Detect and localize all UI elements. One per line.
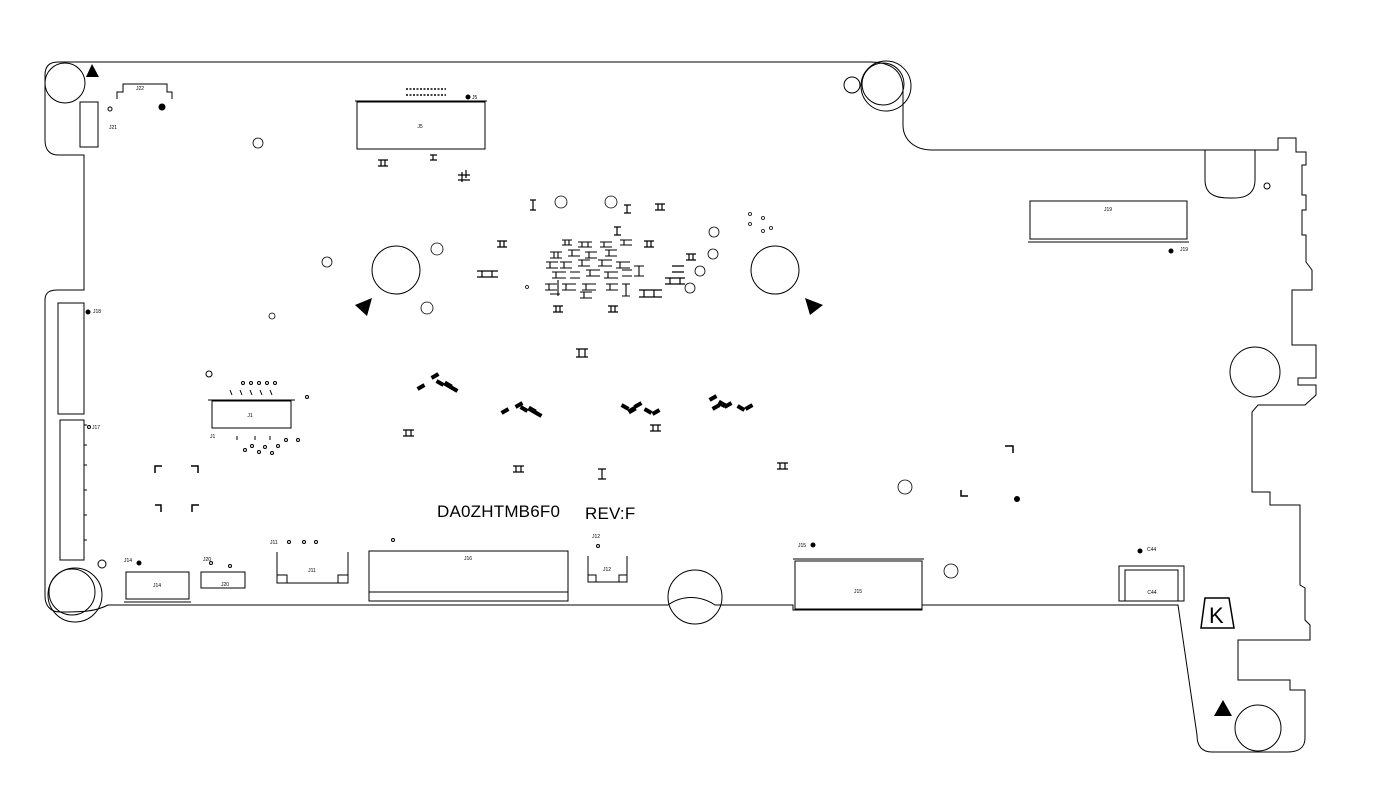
fiducial-small	[97, 559, 107, 569]
filled-pads	[416, 372, 754, 418]
label-j14: J14	[153, 583, 161, 589]
board-outline	[44, 61, 1317, 753]
connector-c44: C44 C44	[1118, 547, 1185, 602]
label-j12-pin: J12	[592, 534, 600, 540]
label-j12: J12	[603, 567, 611, 573]
board-revision: REV:F	[585, 504, 635, 523]
label-j14-pin: J14	[124, 558, 132, 564]
alignment-corner-marks	[154, 445, 1014, 512]
connector-j20: J20 J20	[200, 557, 246, 589]
connector-j14: J14 J14	[124, 558, 191, 603]
connector-j21: J21	[79, 101, 117, 148]
label-j20: J20	[221, 582, 229, 588]
fiducial-small	[1263, 182, 1271, 190]
label-j19: J19	[1104, 207, 1112, 213]
smd-components	[378, 154, 788, 480]
label-j17: J17	[92, 425, 100, 431]
label-j18: J18	[93, 309, 101, 315]
label-j20-pin: J20	[203, 557, 211, 563]
connector-j22: J22	[116, 83, 173, 111]
connector-j15: J15 J15	[793, 542, 924, 610]
board-model: DA0ZHTMB6F0	[437, 502, 560, 521]
label-c44-pin: C44	[1147, 547, 1156, 553]
k-marker: K	[1200, 597, 1235, 629]
orientation-markers	[86, 64, 1232, 716]
label-j22: J22	[136, 86, 144, 92]
label-j5-pin: J5	[472, 95, 478, 101]
label-j5: J5	[417, 124, 423, 130]
connector-j18: J18	[57, 302, 101, 415]
label-j15: J15	[854, 589, 862, 595]
label-j11-pin: J11	[270, 540, 278, 546]
label-j21: J21	[109, 125, 117, 131]
label-j16: J16	[464, 556, 472, 562]
label-j1-pin: J1	[210, 434, 216, 440]
connector-j17: J17	[59, 419, 100, 561]
label-j15-pin: J15	[798, 543, 806, 549]
label-j19-pin: J19	[1180, 247, 1188, 253]
label-j11: J11	[308, 568, 316, 574]
connector-j19: J19 J19	[1028, 200, 1189, 254]
connector-j16: J16	[368, 538, 569, 602]
connector-j5: J5 J5	[355, 88, 487, 150]
component-cluster	[545, 239, 644, 299]
connector-j11: J11 J11	[270, 540, 349, 584]
connector-j12: J12 J12	[587, 534, 628, 583]
mounting-holes	[44, 60, 1282, 752]
k-marker-letter: K	[1209, 603, 1224, 628]
label-c44: C44	[1147, 590, 1156, 596]
fiducial-dot	[1014, 496, 1020, 502]
label-j1: J1	[247, 413, 253, 419]
connector-j1: J1 J1	[205, 370, 309, 455]
test-points	[252, 137, 959, 579]
